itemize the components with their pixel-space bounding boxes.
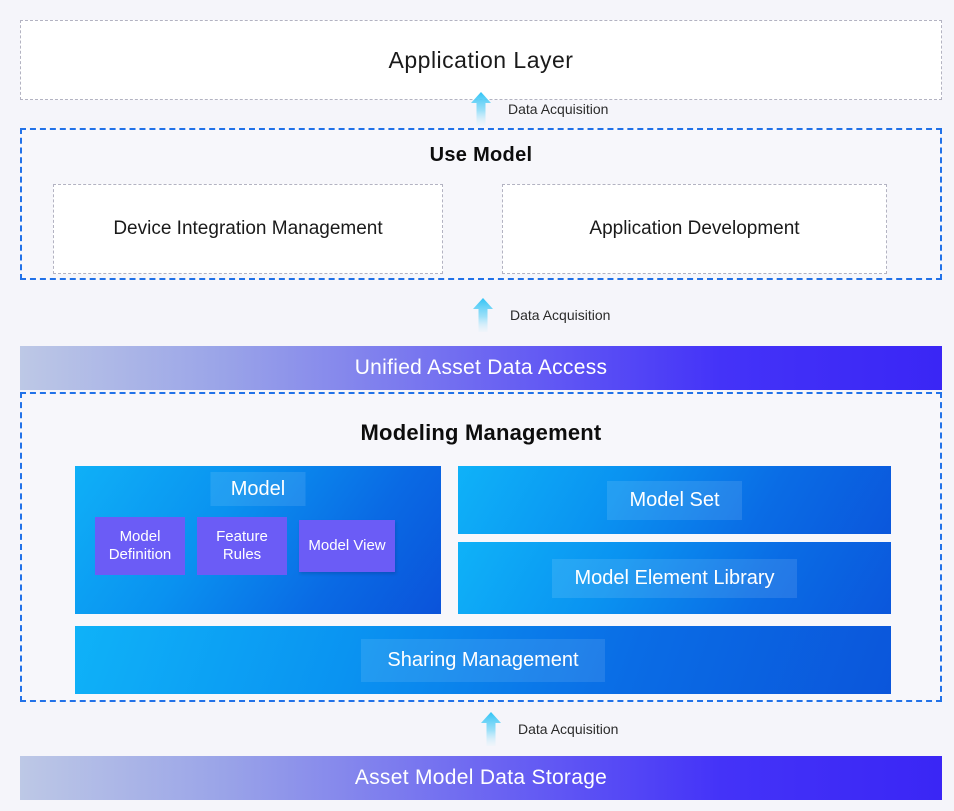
use-model-container: Use Model Device Integration Management …	[20, 128, 942, 280]
unified-asset-data-access-label: Unified Asset Data Access	[354, 356, 608, 379]
model-set-label: Model Set	[607, 480, 742, 520]
modeling-management-container: Modeling Management Model Model Definiti…	[20, 392, 942, 702]
model-element-library-label: Model Element Library	[552, 558, 797, 598]
application-development-box[interactable]: Application Development	[502, 184, 887, 274]
model-panel-title: Model	[230, 478, 286, 500]
device-integration-management-box[interactable]: Device Integration Management	[53, 184, 443, 274]
model-definition-box[interactable]: Model Definition	[95, 517, 185, 575]
arrow-caption-modeling: Data Acquisition	[518, 721, 619, 737]
model-definition-label: Model Definition	[108, 528, 172, 563]
unified-asset-data-access-bar: Unified Asset Data Access	[20, 346, 942, 390]
application-layer-box: Application Layer	[20, 20, 942, 100]
asset-model-data-storage-bar: Asset Model Data Storage	[20, 756, 942, 800]
arrow-up-icon	[471, 92, 491, 126]
arrow-to-use-model: Data Acquisition	[472, 298, 610, 332]
sharing-management-panel[interactable]: Sharing Management	[75, 626, 891, 694]
arrow-caption-application: Data Acquisition	[508, 101, 609, 117]
model-view-box[interactable]: Model View	[299, 520, 395, 572]
model-title-highlight	[210, 472, 306, 506]
arrow-to-modeling: Data Acquisition	[480, 712, 618, 746]
feature-rules-label: Feature Rules	[216, 528, 268, 563]
arrow-up-icon	[473, 298, 493, 332]
arrow-up-icon	[481, 712, 501, 746]
model-panel[interactable]: Model Model Definition Feature Rules Mod…	[75, 466, 441, 614]
feature-rules-box[interactable]: Feature Rules	[197, 517, 287, 575]
application-layer-label: Application Layer	[388, 46, 574, 73]
sharing-management-label: Sharing Management	[361, 638, 605, 682]
model-view-label: Model View	[308, 537, 386, 555]
modeling-management-title: Modeling Management	[360, 420, 602, 445]
model-element-library-panel[interactable]: Model Element Library	[458, 542, 891, 614]
use-model-title: Use Model	[429, 144, 533, 166]
arrow-to-application-layer: Data Acquisition	[470, 92, 608, 126]
asset-model-data-storage-label: Asset Model Data Storage	[354, 766, 608, 789]
device-integration-management-label: Device Integration Management	[113, 218, 383, 239]
arrow-caption-use-model: Data Acquisition	[510, 307, 611, 323]
application-development-label: Application Development	[589, 218, 800, 239]
model-set-panel[interactable]: Model Set	[458, 466, 891, 534]
